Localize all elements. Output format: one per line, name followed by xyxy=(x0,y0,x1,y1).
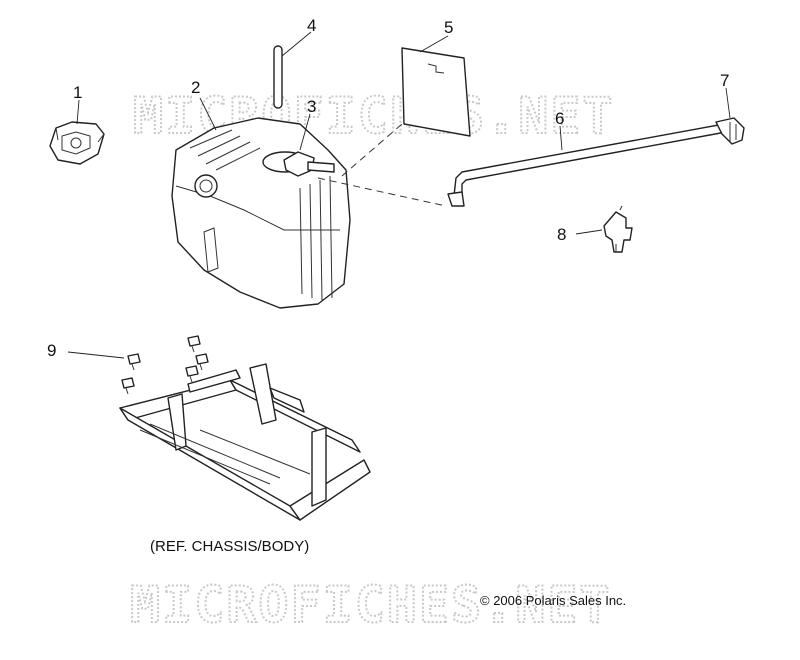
callout-8: 8 xyxy=(557,225,566,244)
callout-3: 3 xyxy=(307,97,316,116)
callout-5: 5 xyxy=(444,18,453,37)
part-7-fitting xyxy=(715,117,745,145)
watermark-bottom: MICROFICHES.NET xyxy=(130,576,612,634)
callout-2: 2 xyxy=(191,78,200,97)
part-8-clamp xyxy=(603,205,633,253)
bolt xyxy=(187,335,201,353)
part-9-bolts xyxy=(121,335,209,395)
part-2-fuel-tank xyxy=(171,117,351,309)
chassis-frame xyxy=(119,363,371,521)
reference-label: (REF. CHASSIS/BODY) xyxy=(150,538,309,555)
callout-7: 7 xyxy=(720,71,729,90)
callout-1: 1 xyxy=(73,83,82,102)
copyright-notice: © 2006 Polaris Sales Inc. xyxy=(480,593,626,608)
part-3-fuel-sender xyxy=(283,151,447,207)
part-1-cap xyxy=(49,121,105,165)
part-4-vent-tube xyxy=(273,45,283,109)
callout-6: 6 xyxy=(555,109,564,128)
leader-lines xyxy=(67,31,731,359)
bolt xyxy=(185,365,199,383)
bolt xyxy=(127,353,141,371)
callout-9: 9 xyxy=(47,341,56,360)
part-5-gasket xyxy=(341,47,471,177)
bolt xyxy=(121,377,135,395)
bolt xyxy=(195,353,209,371)
callout-4: 4 xyxy=(307,16,316,35)
